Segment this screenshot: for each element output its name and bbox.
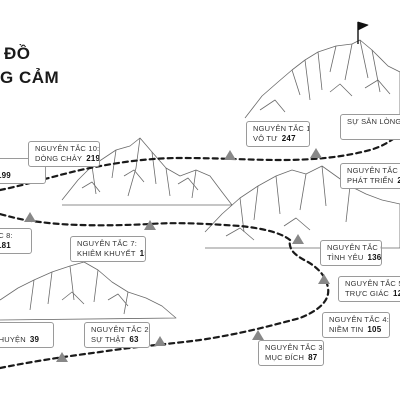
- principle-card-8[interactable]: ẮC 8: 181: [0, 228, 32, 254]
- waypoint-triangle-icon: [292, 234, 304, 244]
- page-number: 63: [129, 335, 139, 344]
- page-number: 181: [0, 241, 11, 250]
- mountain-range-icon: [204, 165, 400, 249]
- page-number: 219: [86, 154, 100, 163]
- principle-heading: NGUYÊN TẮC 2:: [91, 325, 150, 334]
- mountain-range-icon: [0, 261, 177, 321]
- map-title-line-2: G CẢM: [0, 68, 60, 87]
- principle-name: SỰ SẴN LÒNG: [347, 117, 400, 126]
- page-number: 105: [367, 325, 382, 334]
- principle-heading: NGUYÊN TẮC 12:: [347, 166, 400, 175]
- principle-card-5[interactable]: NGUYÊN TẮC 5: TRỰC GIÁC12: [338, 276, 400, 302]
- principle-heading: NGUYÊN TẮC 6:: [327, 243, 382, 252]
- waypoint-triangle-icon: [318, 274, 330, 284]
- page-number: 136: [367, 253, 382, 262]
- waypoint-triangle-icon: [310, 148, 322, 158]
- page-number: 157: [139, 249, 145, 258]
- principle-name: CHUYỆN39: [0, 335, 40, 344]
- principle-heading: ẮC 8:: [0, 231, 13, 240]
- page-number: 87: [308, 353, 318, 362]
- principle-name: 181: [0, 241, 25, 251]
- waypoint-triangle-icon: [24, 212, 36, 222]
- principle-heading: NGUYÊN TẮC 3:: [265, 343, 324, 352]
- waypoint-triangle-icon: [144, 220, 156, 230]
- principle-card-7[interactable]: NGUYÊN TẮC 7: KHIÊM KHUYẾT157: [70, 236, 146, 262]
- principle-heading: NGUYÊN TẮC 11:: [253, 124, 310, 133]
- page-number: 39: [29, 335, 40, 344]
- principle-card-9[interactable]: 9: 199: [0, 158, 46, 184]
- waypoint-triangle-icon: [252, 330, 264, 340]
- page-number: 199: [0, 171, 11, 180]
- principle-heading: NGUYÊN TẮC 7:: [77, 239, 137, 248]
- principle-heading: 1:: [0, 325, 47, 335]
- principle-name: PHÁT TRIỂN260: [347, 176, 400, 186]
- page-number: 247: [281, 134, 296, 143]
- mountain-range-icon: [244, 39, 400, 119]
- map-title-line-1: ĐỒ: [4, 44, 31, 63]
- principle-name: 199: [0, 171, 39, 181]
- principle-name: KHIÊM KHUYẾT157: [77, 249, 145, 259]
- page-number: 12: [393, 289, 400, 298]
- principle-heading: NGUYÊN TẮC 10:: [35, 144, 100, 153]
- principle-card-1[interactable]: 1: CHUYỆN39: [0, 322, 54, 348]
- principle-heading: NGUYÊN TẮC 5:: [345, 279, 400, 288]
- waypoint-triangle-icon: [56, 352, 68, 362]
- summit-flag-icon: [357, 21, 369, 44]
- principle-name: TRỰC GIÁC12: [345, 289, 400, 299]
- waypoint-triangle-icon: [154, 336, 166, 346]
- principle-heading: NGUYÊN TẮC 4:: [329, 315, 389, 324]
- waypoint-triangle-icon: [224, 150, 236, 160]
- page-number: 260: [397, 176, 400, 185]
- principle-card-12[interactable]: NGUYÊN TẮC 12: PHÁT TRIỂN260: [340, 163, 400, 189]
- principle-card-sus-san-long[interactable]: SỰ SẴN LÒNG: [340, 114, 400, 140]
